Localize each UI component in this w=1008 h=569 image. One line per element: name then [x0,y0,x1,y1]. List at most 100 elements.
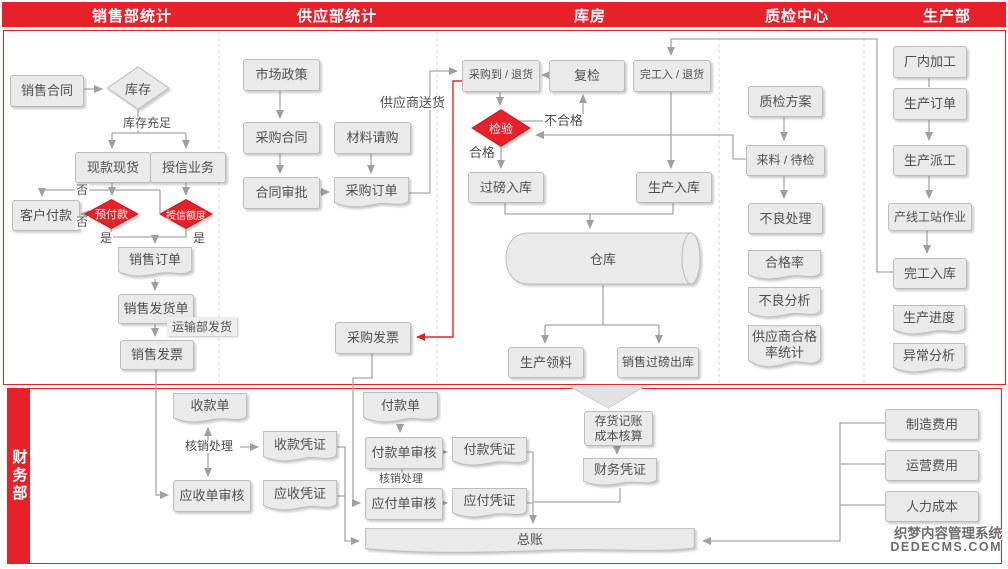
document-shape [263,431,337,464]
receivable-audit-box: 应收单审核 [173,480,251,512]
inventory-sufficient-label: 库存充足 [122,116,173,131]
sales-invoice-box: 销售发票 [120,340,194,370]
contract-approval-box: 合同审批 [243,177,320,209]
payable-audit-box: 应付单审核 [365,488,443,520]
payment-note-label: 付款单 [380,397,420,413]
stock-label: 库存 [124,81,151,97]
writeoff-receipt-label: 核销处理 [184,439,235,454]
production-in-box: 生产入库 [636,172,712,203]
supplier-delivery-label: 供应商送货 [379,95,447,111]
column-separators [218,32,865,382]
production-progress-label: 生产进度 [902,310,955,326]
finance-section-frame: 财务部 [7,388,1002,564]
cylinder-shape [505,232,701,285]
document-shape [452,488,527,520]
document-shape [364,528,696,555]
receipt-note-document: 收款单 [173,393,247,425]
production-progress-document: 生产进度 [893,305,965,337]
document-shape [363,392,438,425]
prepayment-decision-diamond: 预付款 [84,199,139,229]
stock-decision-diamond: 库存 [106,66,170,110]
supplier-pass-rate-document: 供应商合格 率统计 [748,325,821,371]
defect-handling-box: 不良处理 [748,203,823,234]
labor-cost-box: 人力成本 [885,491,979,522]
operating-cost-box: 运营费用 [885,450,979,481]
header-qc-center: 质检中心 [764,8,830,25]
supplier-pass-rate-label: 供应商合格 率统计 [751,329,817,360]
document-shape [748,287,821,320]
production-picking-box: 生产领料 [508,347,584,378]
sales-order-label: 销售订单 [128,252,181,268]
credit-business-box: 授信业务 [150,152,226,183]
receivable-voucher-label: 应收凭证 [273,485,326,501]
top-section-frame [3,30,1006,385]
finished-warehouse-in-box: 完工入库 [893,258,967,289]
inventory-flow-big-arrow [569,386,646,409]
header-production-dept: 生产部 [922,8,972,25]
document-shape [118,247,192,279]
diamond-shape [106,66,170,110]
manufacturing-cost-box: 制造费用 [885,409,979,440]
document-shape [173,393,247,425]
unqualified-label: 不合格 [543,113,585,129]
finance-voucher-document: 财务凭证 [583,458,657,488]
watermark-line1: 织梦内容管理系统 [894,526,1002,541]
document-shape [334,177,409,210]
recheck-box: 复检 [549,60,625,92]
sales-contract-box: 销售合同 [10,75,84,107]
watermark: 织梦内容管理系统 DEDECMS.COM [856,526,1002,555]
sales-weigh-out-box: 销售过磅出库 [617,347,699,378]
pass-rate-document: 合格率 [748,250,821,282]
finance-dept-label: 财务部 [10,449,28,503]
defect-analysis-document: 不良分析 [748,287,821,320]
document-shape [893,305,965,337]
header-sales-dept: 销售部统计 [91,8,173,25]
diamond-shape [159,199,213,229]
abnormal-analysis-label: 异常分析 [902,348,955,364]
yes-label-left: 是 [99,231,114,246]
purchase-order-label: 采购订单 [345,182,398,198]
sales-order-document: 销售订单 [118,247,192,279]
pass-rate-label: 合格率 [764,255,804,271]
purchase-receipt-return-box: 采购到 / 退货 [462,60,540,92]
receipt-voucher-document: 收款凭证 [263,431,337,464]
warehouse-label: 仓库 [589,252,616,267]
receivable-voucher-document: 应收凭证 [263,480,337,513]
document-shape [748,250,821,282]
no-label-bottom: 否 [75,215,90,230]
document-shape [452,437,527,468]
qc-plan-box: 质检方案 [748,86,823,117]
line-station-work-box: 产线工站作业 [888,203,972,231]
red-connector [416,80,462,341]
transport-delivery-tag: 运输部发货 [167,317,238,336]
document-shape [583,458,657,488]
header-supply-dept: 供应部统计 [296,8,378,25]
header-warehouse: 库房 [573,8,607,25]
qualified-label: 合格 [468,145,497,161]
payment-note-document: 付款单 [363,392,438,425]
purchase-invoice-box: 采购发票 [335,322,411,354]
production-order-box: 生产订单 [893,88,967,120]
receipt-note-label: 收款单 [190,398,230,414]
incoming-pending-box: 来料 / 待检 [746,145,825,176]
warehouse-cylinder: 仓库 [505,232,701,285]
receipt-voucher-label: 收款凭证 [273,436,326,452]
payment-voucher-document: 付款凭证 [452,437,527,468]
no-label-top: 否 [75,183,90,198]
purchase-order-document: 采购订单 [334,177,409,210]
prepayment-label: 预付款 [95,209,128,221]
diamond-shape [471,109,531,147]
finance-dept-bar: 财务部 [8,389,30,563]
finance-voucher-label: 财务凭证 [593,462,646,478]
sales-delivery-note-box: 销售发货单 [118,294,194,324]
writeoff-payment-label: 核销处理 [378,473,424,486]
customer-payment-box: 客户付款 [12,200,80,231]
defect-analysis-label: 不良分析 [758,292,811,308]
general-ledger-label: 总账 [516,532,543,548]
payment-voucher-label: 付款凭证 [463,441,516,457]
inspection-label: 检验 [488,121,513,136]
inventory-costing-box: 存货记账 成本核算 [584,411,653,446]
finished-in-return-box: 完工入 / 退货 [633,60,711,92]
watermark-line2: DEDECMS.COM [890,540,1002,555]
